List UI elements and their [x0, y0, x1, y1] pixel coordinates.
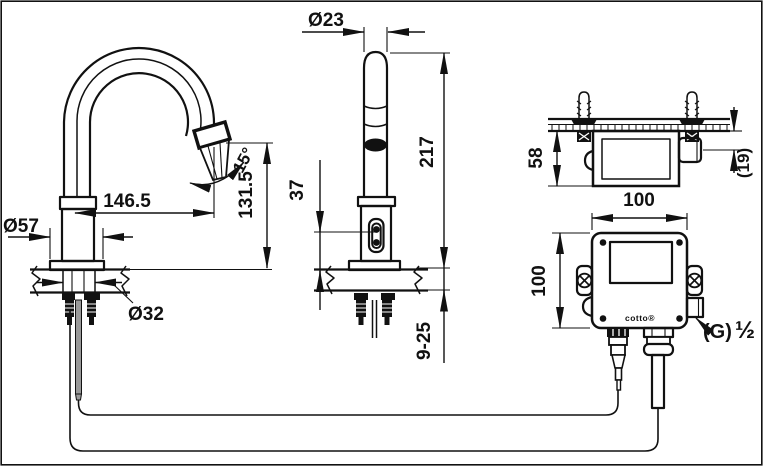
dim-box-width: 100	[591, 190, 688, 230]
svg-text:Ø32: Ø32	[128, 304, 164, 325]
dim-base-diameter: Ø57	[3, 216, 133, 259]
svg-text:37: 37	[287, 179, 308, 200]
brand-logo: cotto®	[625, 313, 655, 323]
spout-outer-curve	[62, 46, 216, 197]
dim-deck-thickness: 9-25	[414, 268, 450, 363]
faucet-front-view	[314, 27, 428, 338]
supply-hose	[69, 310, 659, 452]
box-top-inner	[601, 138, 671, 180]
mounting-nut-right	[84, 292, 100, 300]
inlet-pipe	[650, 353, 666, 410]
sensor-window	[367, 217, 385, 254]
dim-inlet-thread: (G) ½	[695, 317, 755, 344]
corner-screw	[599, 239, 607, 246]
dim-hole-diameter: Ø32	[36, 278, 164, 325]
mounting-ear-left	[575, 264, 594, 297]
corner-screw	[599, 315, 607, 322]
svg-text:217: 217	[417, 136, 438, 168]
body-collar-front	[356, 195, 397, 208]
dim-sensor-height: 37	[287, 160, 377, 310]
mounting-ear-right	[685, 264, 704, 297]
faucet-body-side	[60, 207, 96, 263]
svg-text:9-25: 9-25	[414, 322, 435, 360]
mounting-nut-left	[62, 292, 75, 300]
dim-total-height: 217	[390, 52, 450, 269]
svg-text:Ø23: Ø23	[308, 10, 344, 31]
svg-text:(19): (19)	[734, 148, 753, 178]
cable-plug-connector	[607, 328, 629, 391]
corner-screw	[676, 315, 683, 322]
inlet-fitting-top	[677, 136, 703, 164]
svg-text:(G): (G)	[703, 321, 732, 343]
spout-tube-front	[362, 50, 389, 197]
spout-mid-curve	[76, 58, 202, 197]
spout-inner-curve	[88, 72, 190, 197]
box-side-knob	[581, 295, 593, 318]
threaded-studs-front	[356, 300, 392, 325]
dim-box-depth: 58	[526, 130, 593, 187]
control-box-front-view: cotto®	[575, 231, 705, 410]
sensor-cable	[74, 299, 619, 416]
svg-text:100: 100	[529, 265, 550, 297]
dim-box-height: 100	[529, 232, 590, 329]
break-line-right	[120, 265, 130, 297]
svg-text:146.5: 146.5	[103, 191, 151, 212]
dim-fitting-offset: (19)	[703, 107, 753, 178]
spout-collar	[58, 195, 98, 211]
svg-text:58: 58	[526, 147, 547, 168]
spout-outlet	[364, 138, 387, 152]
box-top-knob	[583, 149, 594, 172]
anchor-bolt-left	[571, 91, 597, 142]
anchor-bolt-right	[679, 91, 705, 142]
inlet-fitting-front	[685, 296, 705, 319]
svg-text:½: ½	[735, 317, 755, 344]
dim-spout-diameter: Ø23	[302, 10, 425, 36]
faucet-side-view	[30, 46, 659, 452]
control-box-top-view	[548, 91, 730, 188]
break-line-left	[31, 265, 41, 297]
corner-screw	[676, 239, 683, 246]
svg-text:100: 100	[623, 190, 655, 211]
svg-text:131.5: 131.5	[236, 171, 257, 219]
svg-text:Ø57: Ø57	[3, 216, 39, 237]
water-inlet-connector	[642, 326, 675, 410]
box-display-window	[608, 240, 674, 285]
